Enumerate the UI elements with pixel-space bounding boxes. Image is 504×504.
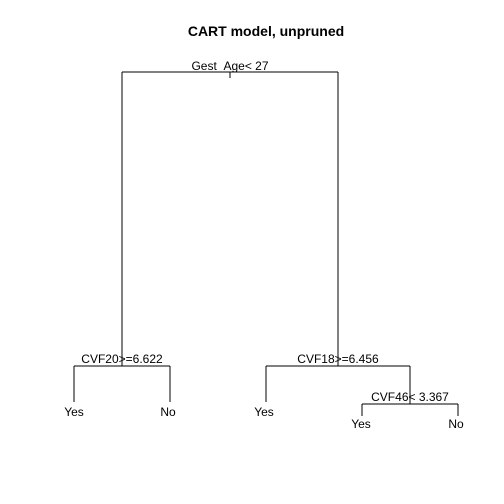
right-split-label: CVF18>=6.456 bbox=[297, 352, 379, 366]
leaf-sub-left: Yes bbox=[351, 417, 371, 431]
leaf-left-right: No bbox=[160, 405, 176, 419]
diagram-title: CART model, unpruned bbox=[188, 23, 344, 39]
root-split-label: Gest_Age< 27 bbox=[191, 59, 268, 73]
leaf-sub-right: No bbox=[448, 417, 464, 431]
left-split-label: CVF20>=6.622 bbox=[81, 352, 163, 366]
leaf-left-left: Yes bbox=[64, 405, 84, 419]
sub-split-label: CVF46< 3.367 bbox=[371, 390, 449, 404]
leaf-right-left: Yes bbox=[254, 405, 274, 419]
